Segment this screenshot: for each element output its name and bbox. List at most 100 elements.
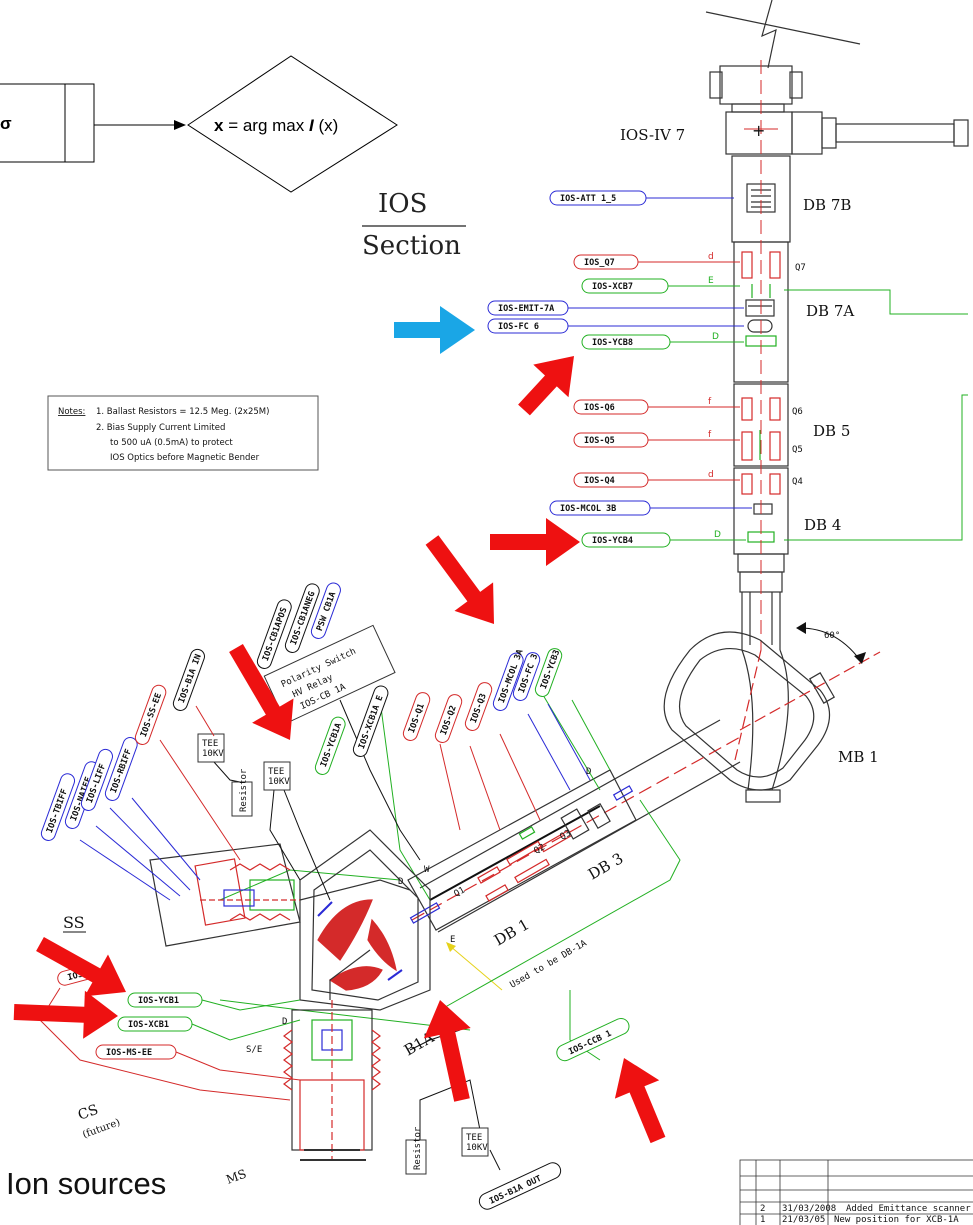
leader-line	[469, 745, 501, 831]
resistor-box-1: Resistor	[231, 768, 253, 817]
ss-label: SS	[63, 913, 85, 932]
left-tag: IOS-MS-EE	[95, 1044, 177, 1060]
cs-label: CS	[76, 1102, 101, 1124]
red-arrow	[13, 990, 119, 1039]
leader-line	[79, 839, 171, 901]
rev-row-1-desc: Added Emittance scanner	[846, 1204, 971, 1214]
right-tag-label: IOS-Q5	[584, 436, 615, 446]
left-tag: IOS-XCB1	[117, 1016, 193, 1032]
db-label-7a: DB 7A	[806, 302, 854, 320]
right-tag-label: IOS-MCOL 3B	[560, 504, 616, 514]
quad-label-q6: Q6	[792, 407, 803, 417]
revision-table	[739, 1159, 973, 1225]
tee-box-2: TEE 10KV	[263, 761, 291, 791]
svg-text:10KV: 10KV	[268, 777, 290, 787]
right-tag-label: IOS-EMIT-7A	[498, 304, 554, 314]
d-label-right: D	[586, 767, 591, 777]
red-arrow	[229, 644, 294, 740]
diagonal-beamline	[407, 719, 743, 933]
angle-label: 60°	[824, 631, 840, 641]
tee-box-1: TEE 10KV	[197, 733, 225, 763]
resistor-box-2: Resistor	[405, 1126, 427, 1175]
bending-magnet	[663, 631, 881, 803]
notes-line-4: IOS Optics before Magnetic Bender	[110, 453, 260, 463]
right-tag-letter: D	[712, 332, 719, 342]
svg-text:Resistor: Resistor	[239, 768, 249, 812]
svg-text:10KV: 10KV	[466, 1143, 488, 1153]
d-label-left: D	[282, 1017, 287, 1027]
db-label-3: DB 3	[585, 849, 626, 883]
se-label: S/E	[246, 1045, 262, 1055]
ion-sources-caption: Ion sources	[6, 1166, 166, 1201]
right-tag-letter: f	[708, 397, 712, 407]
decision-flow: σ x = arg max I (x)	[0, 55, 398, 193]
rev-row-2-rev: 1	[760, 1215, 765, 1225]
sigma-box	[0, 83, 95, 163]
rotated-tag: IOS-Q3	[464, 682, 493, 731]
right-tag-label: IOS_Q7	[584, 258, 615, 268]
quad-label-q5: Q5	[792, 445, 803, 455]
rev-row-1-date: 31/03/2008	[782, 1204, 836, 1214]
quad-label-q1: Q1	[453, 886, 467, 900]
tee-box-3: TEE 10KV	[461, 1127, 489, 1157]
right-tag: IOS-EMIT-7A	[487, 300, 744, 316]
green-wiring	[219, 689, 681, 1061]
leader-line	[499, 733, 541, 821]
argmax-expression: x = arg max I (x)	[214, 116, 338, 135]
w-label: W	[424, 865, 430, 875]
right-tag-label: IOS-FC 6	[498, 322, 539, 332]
right-tag-letter: d	[708, 470, 714, 480]
d-label-mid: D	[398, 877, 403, 887]
right-tag-label: IOS-Q6	[584, 403, 615, 413]
rotated-tag: IOS-YCB1A	[314, 716, 346, 775]
right-tag: IOS-FC 6	[487, 318, 744, 334]
leader-line	[95, 825, 181, 897]
db-label-mb1: MB 1	[838, 748, 879, 766]
leader-line	[439, 743, 461, 831]
leader-line	[527, 713, 571, 791]
leader-line	[195, 705, 215, 737]
left-tag-label: IOS-MS-EE	[106, 1048, 152, 1058]
leader-line	[109, 807, 191, 891]
right-tag: IOS-MCOL 3B	[549, 500, 752, 516]
right-tag: IOS-YCB4 D	[581, 530, 746, 548]
rotated-tag: IOS-Q1	[402, 692, 431, 741]
red-arrow	[490, 518, 580, 566]
section-subtitle: Section	[362, 231, 461, 261]
right-tag: IOS-Q6 f	[573, 397, 740, 415]
right-tag-label: IOS-ATT 1_5	[560, 194, 616, 204]
right-tag-letter: D	[714, 530, 721, 540]
right-tag-letter: f	[708, 430, 712, 440]
right-tag-label: IOS-YCB4	[592, 536, 633, 546]
svg-text:TEE: TEE	[466, 1133, 482, 1143]
rev-row-1-rev: 2	[760, 1204, 765, 1214]
right-tag-label: IOS-YCB8	[592, 338, 633, 348]
right-tag-label: IOS-XCB7	[592, 282, 633, 292]
red-arrow	[614, 1058, 666, 1144]
right-tag: IOS-Q5 f	[573, 430, 740, 448]
ccb-tag: IOS-CCB 1	[556, 1017, 630, 1062]
quad-label-q3: Q3	[559, 829, 573, 843]
vertical-beamline	[705, 0, 969, 650]
left-tag-label: IOS-XCB1	[128, 1020, 169, 1030]
right-tag: IOS-Q4d	[573, 470, 740, 488]
rotated-tag: IOS-SS-EE	[134, 684, 167, 745]
rotated-tag: IOS-B1A IN	[172, 648, 205, 711]
notes-box: Notes: 1. Ballast Resistors = 12.5 Meg. …	[47, 395, 319, 471]
rev-row-2-date: 21/03/05	[782, 1215, 825, 1225]
top-port-label: IOS-IV 7	[620, 126, 685, 144]
leader-line	[547, 703, 591, 781]
black-wiring	[213, 699, 501, 1171]
db-label-5: DB 5	[813, 422, 850, 440]
leader-line	[571, 699, 611, 771]
red-arrow-group	[13, 356, 666, 1144]
svg-text:TEE: TEE	[202, 739, 218, 749]
section-title: IOS	[378, 189, 427, 219]
quad-label-q7: Q7	[795, 263, 806, 273]
ms-label: MS	[224, 1167, 248, 1187]
decision-diamond	[187, 55, 398, 193]
rotated-tag: IOS-CB1APOS	[256, 599, 292, 669]
